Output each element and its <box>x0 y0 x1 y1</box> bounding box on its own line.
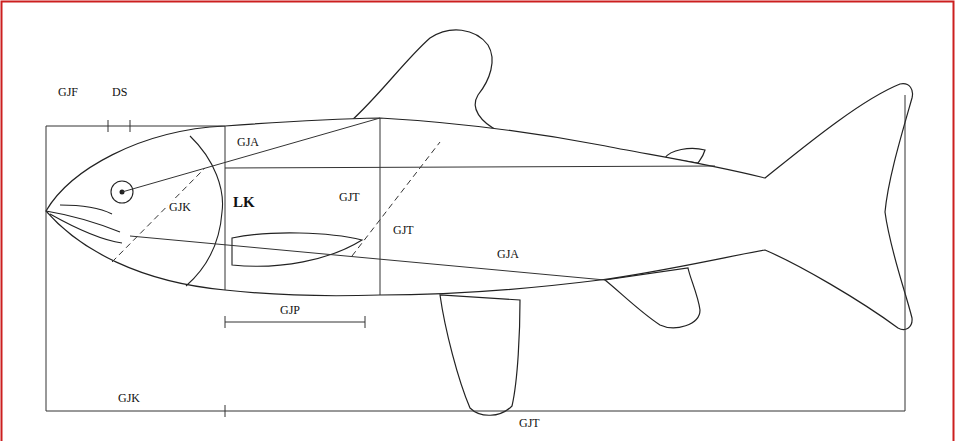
measurement-label: GJF <box>57 86 79 99</box>
measurement-label: GJA <box>236 136 260 149</box>
fish-details <box>46 136 362 286</box>
measurement-label: GJT <box>518 417 541 430</box>
measurement-label: GJK <box>168 201 192 214</box>
measurement-label: GJT <box>392 224 415 237</box>
measurement-label: GJT <box>338 191 361 204</box>
measurement-label: GJA <box>496 248 520 261</box>
fish-outline <box>46 30 913 415</box>
measurement-lines <box>46 95 905 417</box>
measurement-label: GJK <box>117 392 141 405</box>
measurement-label: LK <box>232 196 256 209</box>
measurement-label: GJP <box>279 304 301 317</box>
measurement-label: DS <box>111 86 128 99</box>
